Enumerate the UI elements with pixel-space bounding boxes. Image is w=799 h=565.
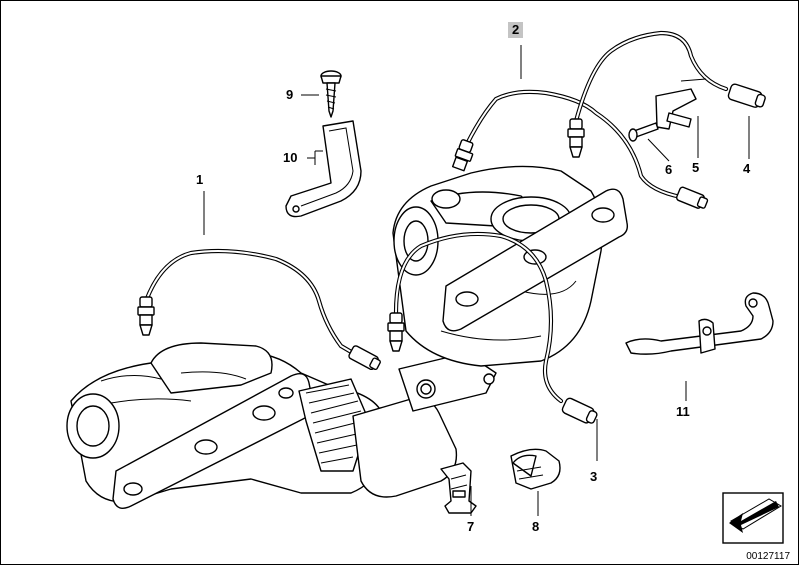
exhaust-manifold-front <box>66 342 497 509</box>
holder-part-8 <box>510 448 561 490</box>
callout-1[interactable]: 1 <box>196 172 204 187</box>
callout-8[interactable]: 8 <box>532 519 540 534</box>
bolt-part-6 <box>628 122 659 142</box>
arrow-return-icon[interactable] <box>722 492 784 544</box>
drawing-number: 00127117 <box>746 551 790 562</box>
callout-11[interactable]: 11 <box>676 404 690 419</box>
callout-9[interactable]: 9 <box>286 87 294 102</box>
bracket-part-10 <box>285 120 362 218</box>
exhaust-manifold-rear <box>392 165 629 367</box>
leader-lines <box>203 45 750 516</box>
callout-3[interactable]: 3 <box>590 469 598 484</box>
oxygen-sensor-3 <box>387 231 598 424</box>
callout-7[interactable]: 7 <box>467 519 475 534</box>
callout-5[interactable]: 5 <box>692 160 700 175</box>
callout-4[interactable]: 4 <box>743 161 751 176</box>
oxygen-sensor-2 <box>451 30 766 209</box>
callout-10[interactable]: 10 <box>283 150 298 165</box>
callout-6[interactable]: 6 <box>665 162 673 177</box>
callout-2[interactable]: 2 <box>508 22 524 38</box>
screw-part-9 <box>320 70 342 118</box>
oxygen-sensor-1 <box>137 248 381 371</box>
holder-part-11 <box>625 292 774 355</box>
